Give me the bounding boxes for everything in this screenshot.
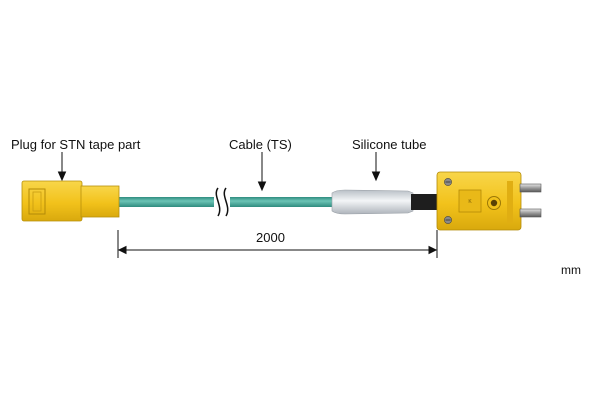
leader-arrows [57, 152, 381, 192]
plug-label: Plug for STN tape part [11, 137, 141, 152]
length-dimension-line [117, 230, 438, 258]
silicone-tube [331, 189, 439, 215]
stn-plug [21, 180, 120, 222]
svg-text:K: K [468, 199, 472, 205]
break-symbol-icon [214, 187, 230, 217]
mini-connector: K [436, 171, 522, 231]
connector-pins [519, 183, 542, 218]
silicone-tube-label: Silicone tube [352, 137, 427, 152]
cable-label: Cable (TS) [229, 137, 292, 152]
length-dimension-value: 2000 [256, 230, 285, 245]
unit-label: mm [561, 263, 581, 277]
